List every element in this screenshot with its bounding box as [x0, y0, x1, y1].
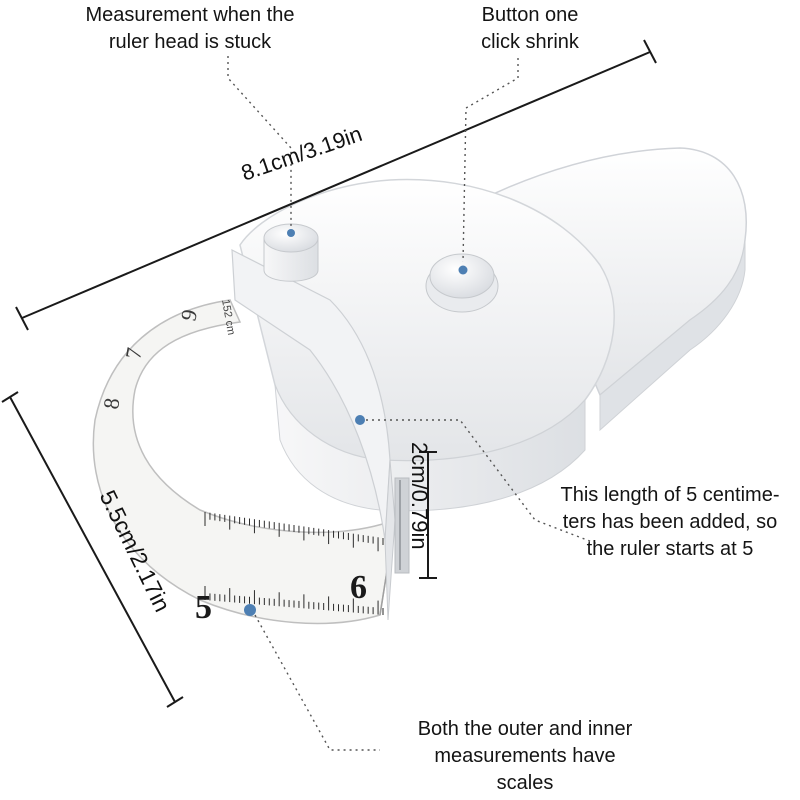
callout-shrink-button-line-1: Button one — [481, 4, 579, 26]
callout-length-added-line-1: This length of 5 centime- — [560, 484, 780, 506]
callout-head-stuck: Measurement when the ruler head is stuck — [40, 2, 340, 56]
tape-number-6: 6 — [350, 569, 367, 606]
tape-number-7: 7 — [120, 346, 147, 361]
dimension-height-label: 2cm/0.79in — [407, 442, 432, 550]
leader-lines — [227, 56, 601, 751]
device-body — [231, 147, 747, 621]
tape-number-8: 8 — [98, 396, 124, 410]
tape-ticks — [204, 512, 384, 615]
callout-length-added: This length of 5 centime- ters has been … — [540, 482, 800, 563]
ruler-head-pin[interactable] — [263, 223, 319, 282]
callout-shrink-button: Button one click shrink — [440, 2, 620, 56]
callout-scales-line-2: measurements have — [434, 745, 616, 767]
callout-scales-line-3: scales — [496, 772, 554, 794]
added-length-marker — [355, 415, 365, 425]
callout-scales: Both the outer and inner measurements ha… — [370, 716, 680, 797]
tape-number-5: 5 — [195, 589, 212, 626]
callout-length-added-line-2: ters has been added, so — [562, 511, 778, 533]
callout-scales-line-1: Both the outer and inner — [417, 718, 633, 740]
dimension-lines — [1, 39, 657, 708]
scales-marker — [244, 604, 256, 616]
callout-shrink-button-line-2: click shrink — [481, 31, 579, 53]
callout-head-stuck-line-2: ruler head is stuck — [108, 31, 272, 53]
callout-head-stuck-line-1: Measurement when the — [85, 4, 295, 26]
callout-length-added-line-3: the ruler starts at 5 — [586, 538, 754, 560]
shrink-button[interactable] — [425, 253, 499, 313]
tape-number-9: 9 — [175, 307, 202, 323]
